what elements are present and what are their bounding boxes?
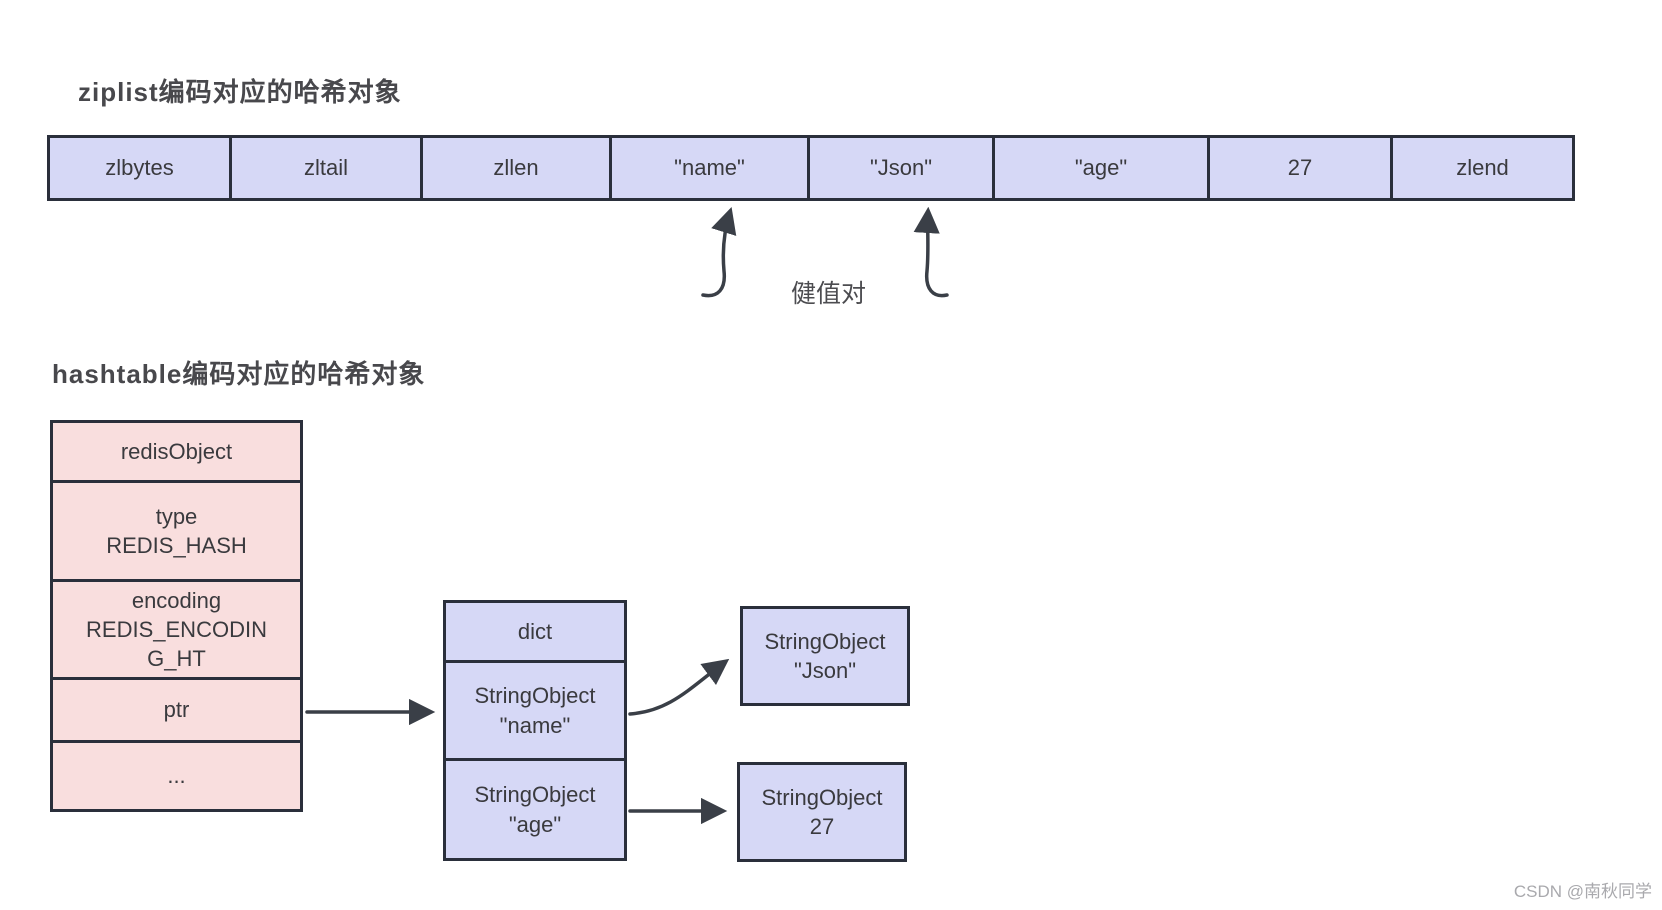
encoding-cell: encoding REDIS_ENCODIN G_HT	[50, 582, 303, 680]
dict-header-cell: dict	[443, 600, 627, 663]
redisobject-cell: redisObject	[50, 420, 303, 483]
stringobject-27-box: StringObject 27	[737, 762, 907, 862]
ziplist-section-title: ziplist编码对应的哈希对象	[78, 77, 402, 107]
hashtable-section-title: hashtable编码对应的哈希对象	[52, 359, 426, 389]
stringobject-json-box: StringObject "Json"	[740, 606, 910, 706]
ptr-cell: ptr	[50, 680, 303, 743]
dict-stack: dict StringObject "name" StringObject "a…	[443, 600, 627, 861]
ziplist-cell-age: "age"	[995, 135, 1210, 201]
ziplist-cell-zllen: zllen	[423, 135, 612, 201]
dict-key-name-cell: StringObject "name"	[443, 663, 627, 761]
type-cell: type REDIS_HASH	[50, 483, 303, 582]
ziplist-cell-json: "Json"	[810, 135, 995, 201]
arrow-up-to-name-cell	[701, 206, 737, 298]
dict-key-age-cell: StringObject "age"	[443, 761, 627, 861]
ziplist-row: zlbytes zltail zllen "name" "Json" "age"…	[47, 135, 1575, 201]
ziplist-cell-name: "name"	[612, 135, 810, 201]
ziplist-cell-27: 27	[1210, 135, 1393, 201]
ellipsis-cell: ...	[50, 743, 303, 812]
ziplist-cell-zlbytes: zlbytes	[47, 135, 232, 201]
key-value-pair-label: 健值对	[791, 280, 867, 308]
arrow-up-to-json-cell	[913, 206, 949, 298]
ziplist-cell-zltail: zltail	[232, 135, 423, 201]
arrow-name-to-json-object	[628, 658, 730, 716]
ziplist-cell-zlend: zlend	[1393, 135, 1575, 201]
redis-object-stack: redisObject type REDIS_HASH encoding RED…	[50, 420, 303, 812]
csdn-watermark: CSDN @南秋同学	[1513, 882, 1652, 901]
